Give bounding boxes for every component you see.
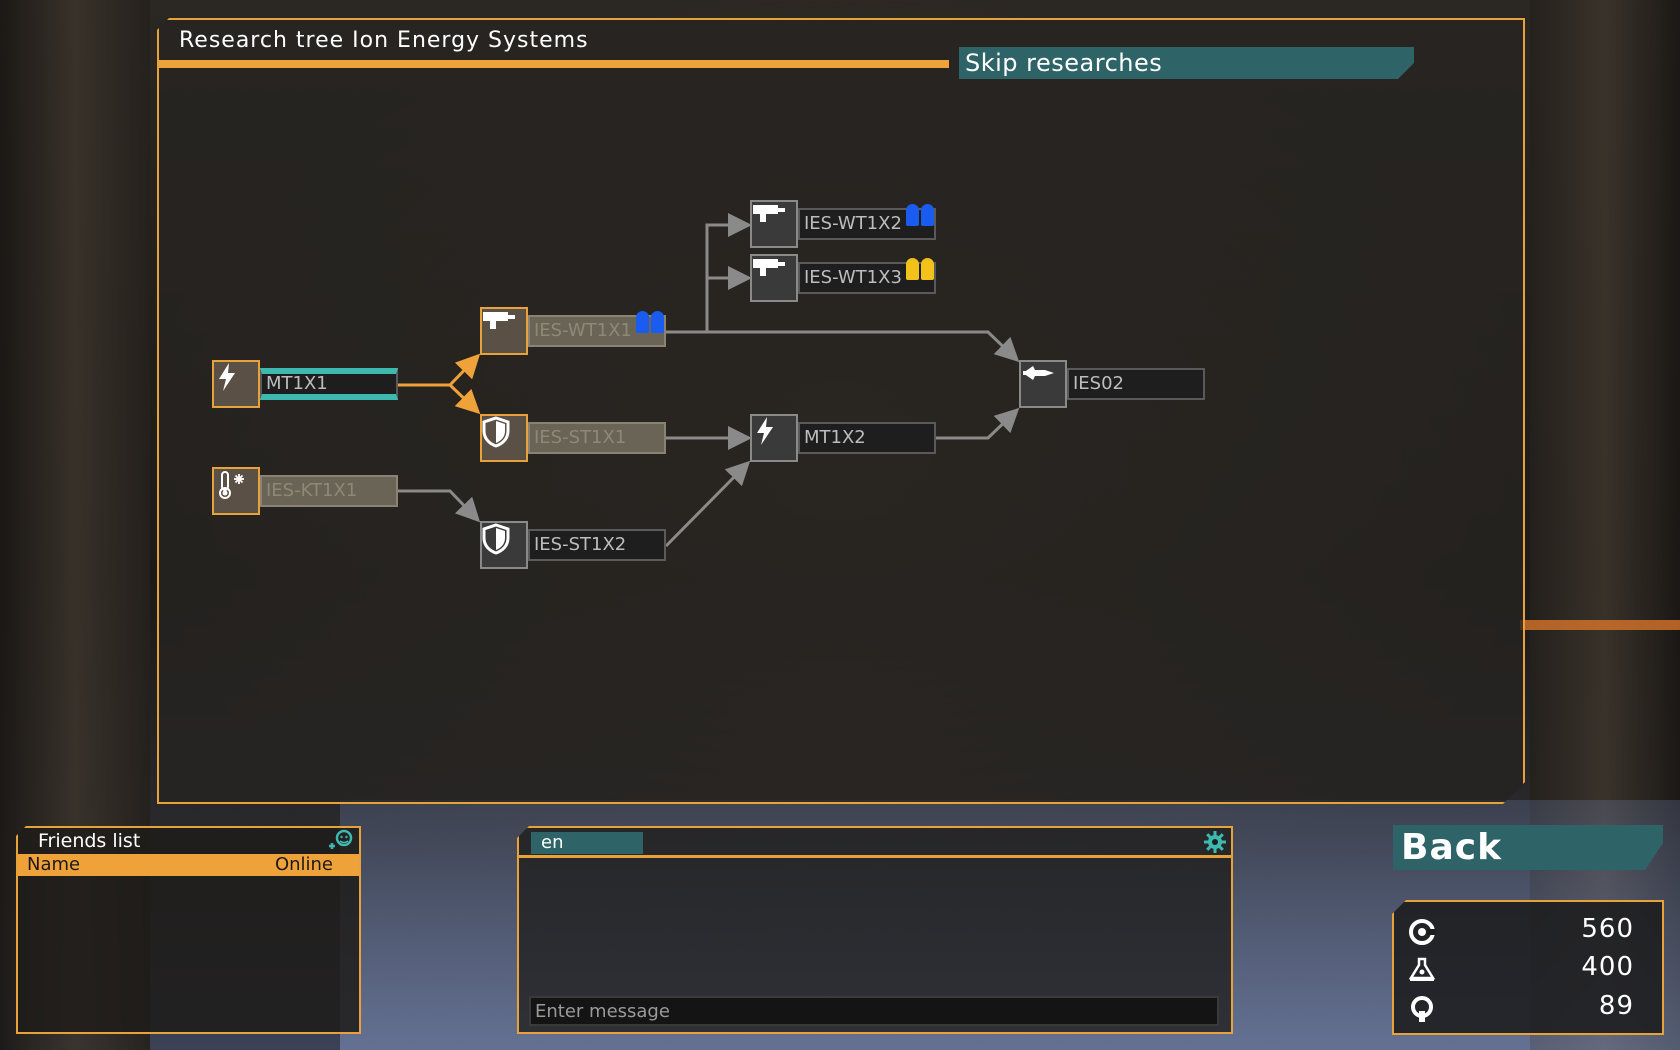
- resource-value-research: 400: [1581, 952, 1634, 982]
- tree-node-mt1x2[interactable]: MT1X2: [750, 414, 938, 462]
- tree-node-label: MT1X2: [798, 422, 936, 454]
- lightning-icon: [750, 414, 798, 462]
- gear-icon[interactable]: [1203, 830, 1227, 854]
- tree-node-ies-wt1x2[interactable]: IES-WT1X2: [750, 200, 938, 248]
- chat-panel: en: [517, 826, 1233, 1034]
- page-title: Research tree Ion Energy Systems: [179, 28, 589, 53]
- ammo-blue-icon: [906, 202, 936, 226]
- thermometer-snowflake-icon: [212, 467, 260, 515]
- tree-node-ies-wt1x1[interactable]: IES-WT1X1: [480, 307, 668, 355]
- skip-researches-button[interactable]: Skip researches: [959, 47, 1414, 79]
- ship-icon: [1019, 360, 1067, 408]
- friends-list-panel: Friends list Name Online: [16, 826, 361, 1034]
- tree-node-label: IES-ST1X1: [528, 422, 666, 454]
- tree-node-label: IES-KT1X1: [260, 475, 398, 507]
- tree-node-label: IES02: [1067, 368, 1205, 400]
- tree-node-label: MT1X1: [260, 368, 398, 400]
- resource-row-energy: 89: [1394, 989, 1662, 1025]
- tree-node-ies-wt1x3[interactable]: IES-WT1X3: [750, 254, 938, 302]
- chat-divider: [519, 855, 1231, 858]
- resource-value-credits: 560: [1581, 914, 1634, 944]
- research-flask-icon: [1408, 956, 1436, 984]
- resource-value-energy: 89: [1598, 991, 1634, 1021]
- tree-node-ies-st1x1[interactable]: IES-ST1X1: [480, 414, 668, 462]
- tree-node-ies02[interactable]: IES02: [1019, 360, 1207, 408]
- chat-message-input[interactable]: [529, 996, 1219, 1026]
- shield-icon: [480, 414, 528, 462]
- resources-panel: 560 400 89: [1392, 900, 1664, 1035]
- shield-icon: [480, 521, 528, 569]
- column-header-name[interactable]: Name: [27, 854, 81, 875]
- background-pillar-right: [1530, 0, 1680, 1050]
- add-friend-icon[interactable]: [329, 829, 355, 851]
- tree-node-label: IES-ST1X2: [528, 529, 666, 561]
- resource-row-credits: 560: [1394, 912, 1662, 948]
- background-light-strip: [1520, 620, 1680, 630]
- resource-row-research: 400: [1394, 950, 1662, 986]
- lightning-icon: [212, 360, 260, 408]
- gun-icon: [480, 307, 528, 355]
- tree-node-ies-st1x2[interactable]: IES-ST1X2: [480, 521, 668, 569]
- friends-list-title: Friends list: [38, 830, 141, 852]
- back-button[interactable]: Back: [1393, 825, 1663, 870]
- energy-ring-icon: [1408, 995, 1436, 1023]
- tree-node-ies-kt1x1[interactable]: IES-KT1X1: [212, 467, 400, 515]
- gun-icon: [750, 254, 798, 302]
- column-header-online[interactable]: Online: [274, 854, 333, 875]
- ammo-yellow-icon: [906, 256, 936, 280]
- ammo-blue-icon: [636, 309, 666, 333]
- title-underline: [159, 60, 949, 68]
- gun-icon: [750, 200, 798, 248]
- research-tree-panel: Research tree Ion Energy Systems Skip re…: [157, 18, 1525, 804]
- friends-list-header: Name Online: [18, 854, 359, 876]
- credits-icon: [1408, 918, 1436, 946]
- tree-node-mt1x1[interactable]: MT1X1: [212, 360, 400, 408]
- chat-tab-language[interactable]: en: [531, 832, 643, 854]
